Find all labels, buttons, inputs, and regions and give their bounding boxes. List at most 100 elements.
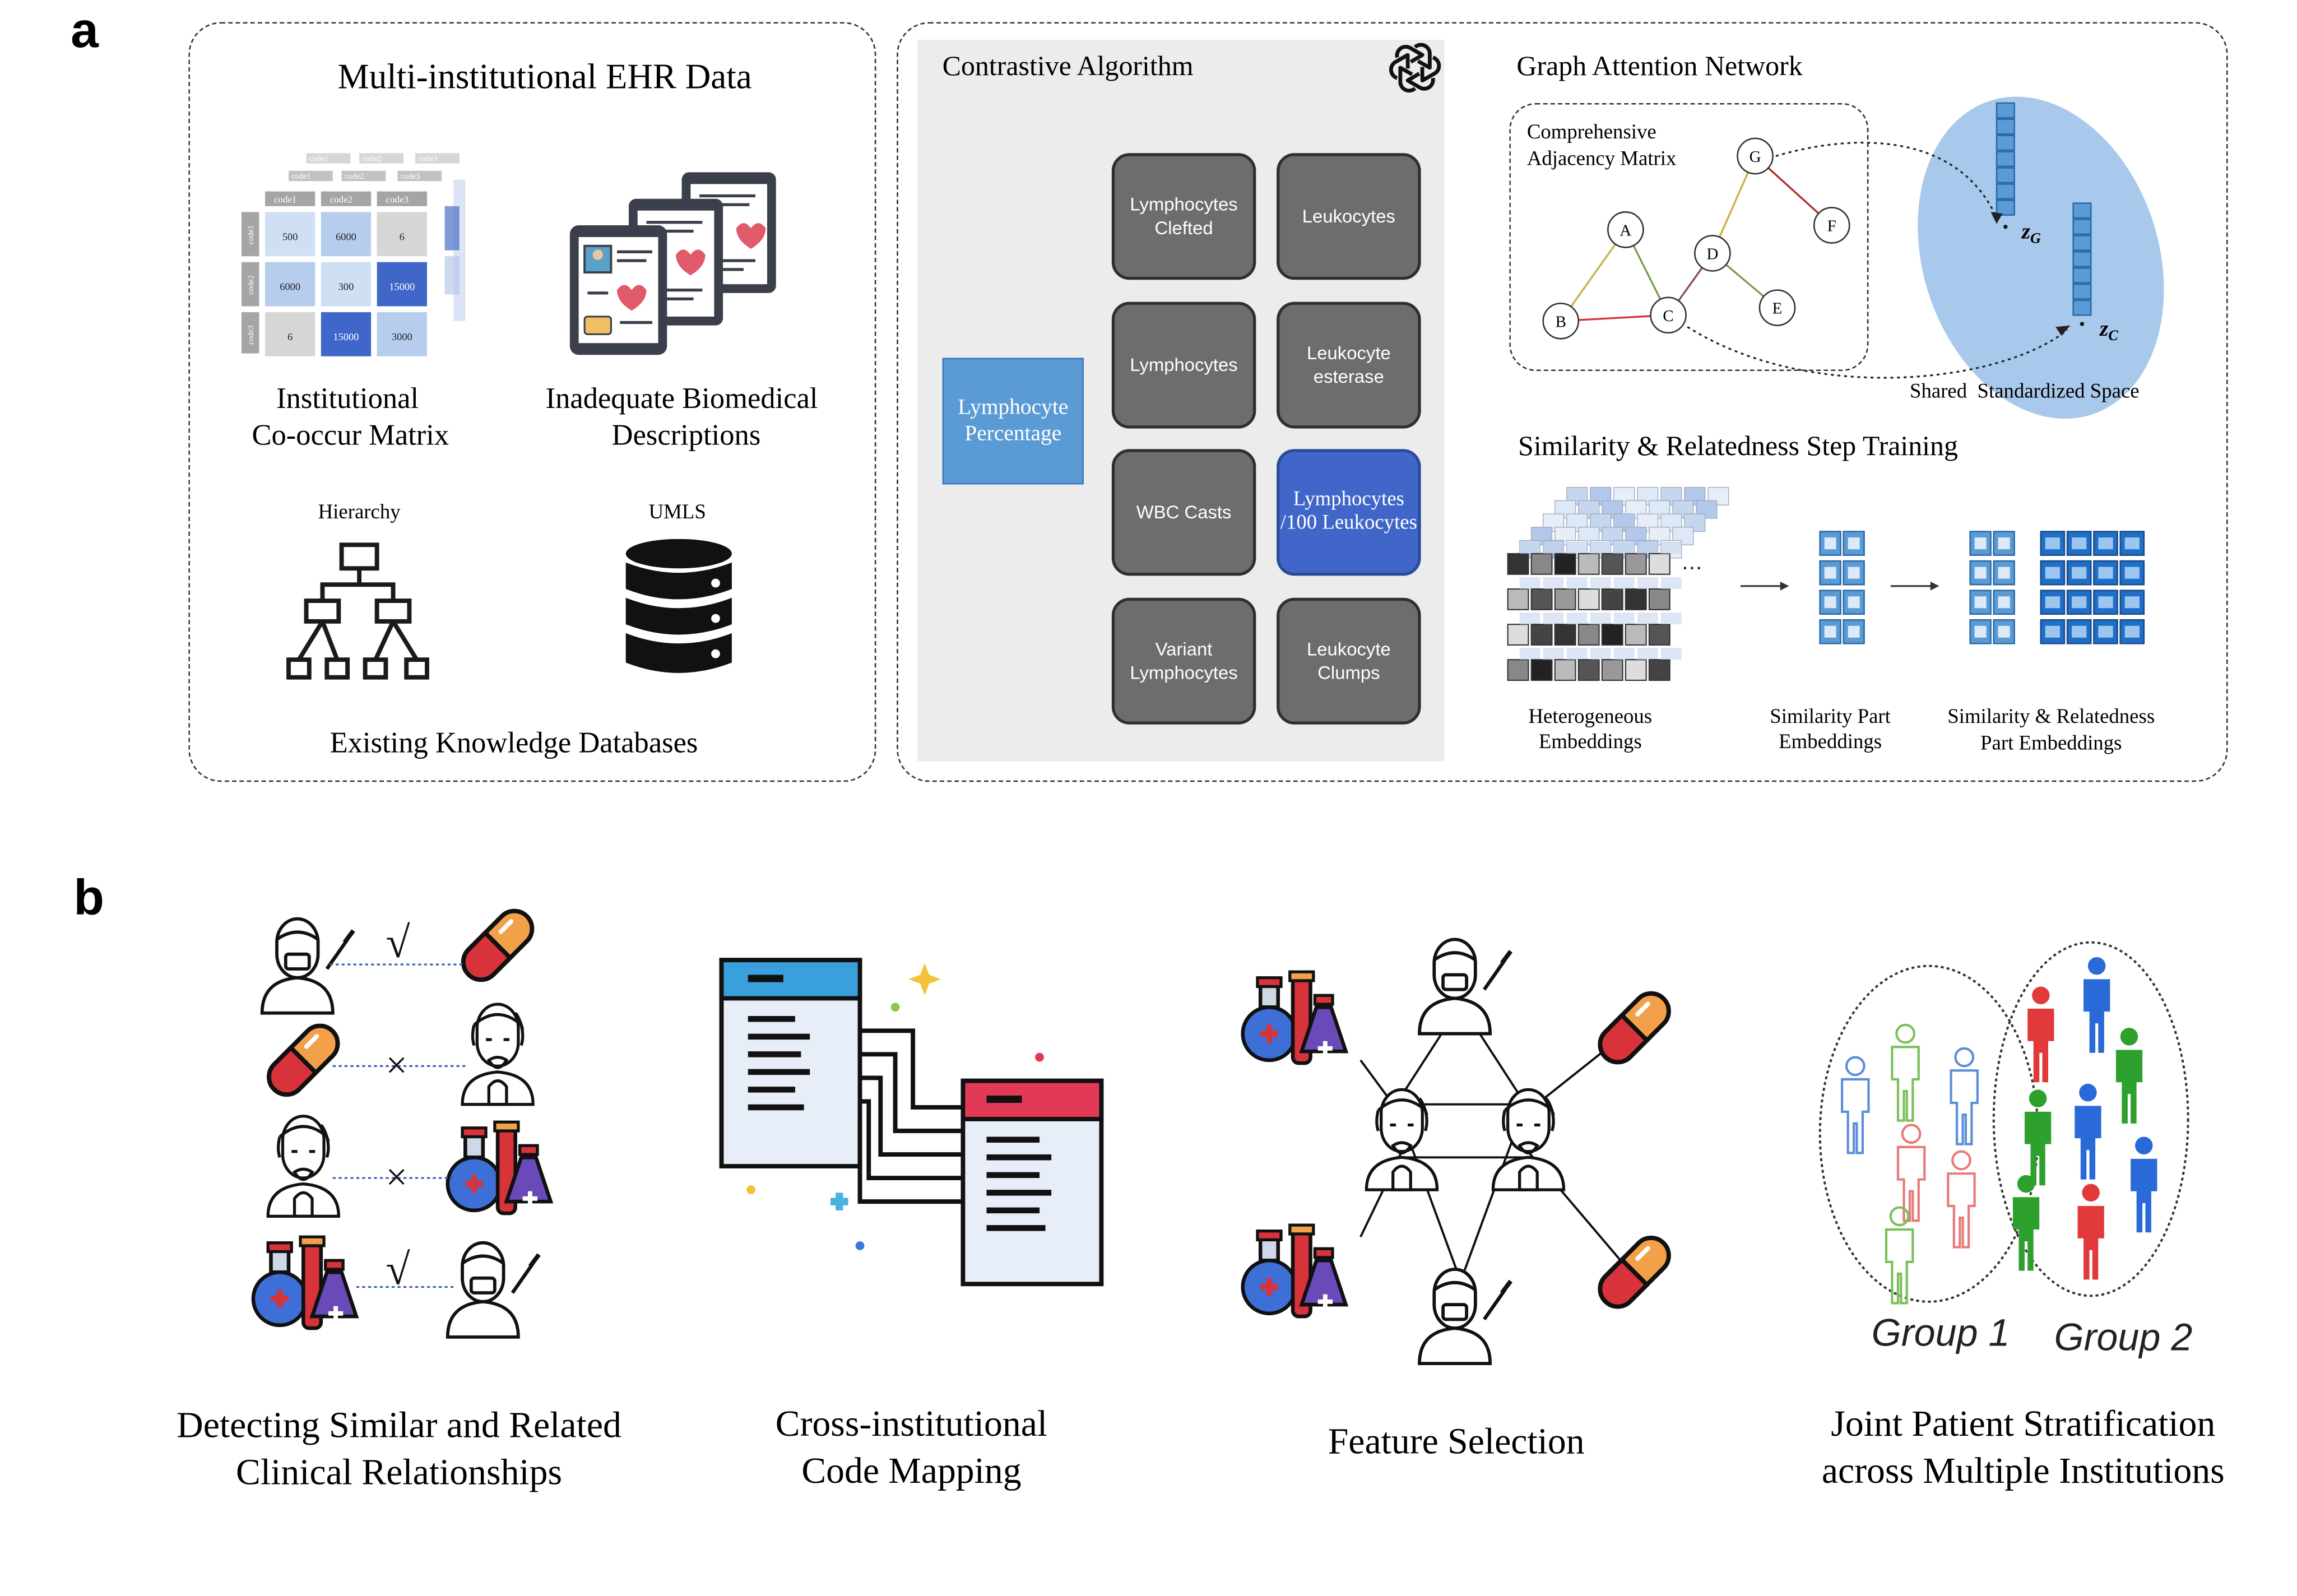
svg-text:code3: code3 [401,172,420,181]
hetero-embedding-cell [1590,541,1611,554]
hetero-embedding-cell [1696,500,1718,519]
hetero-caption-line-2: Embeddings [1538,731,1642,754]
hetero-embedding-cell [1543,648,1564,660]
simrel-similarity-cell [1993,531,2015,556]
zg-label: zG [2021,219,2041,247]
task-3-caption: Feature Selection [1328,1422,1585,1463]
hetero-embedding-cell [1530,588,1553,610]
matrix-caption-line-2: Co-occur Matrix [252,419,449,452]
simrel-relatedness-cell-inner [2045,625,2061,638]
hetero-embedding-cell [1530,624,1553,646]
hetero-embedding-cell [1648,659,1670,681]
simrel-similarity-cell-inner [1974,596,1987,609]
ehr-data-box [188,22,876,782]
openai-logo-icon [1389,43,1441,93]
matrix-caption-line-1: Institutional [276,383,419,415]
hetero-embedding-cell [1660,648,1682,660]
hetero-embedding-cell [1625,553,1647,575]
hetero-embedding-cell [1554,659,1576,681]
hetero-embedding-cell [1519,541,1540,554]
hetero-embedding-cell [1648,588,1670,610]
hetero-embedding-cell [1613,577,1635,590]
simrel-relatedness-cell-inner [2124,567,2140,579]
embedding-vector-zg [1996,102,2015,216]
hierarchy-label: Hierarchy [318,502,401,525]
hetero-embedding-cell [1637,541,1658,554]
task-1-caption-line-1: Detecting Similar and Related [177,1406,621,1446]
similarity-embedding-cell-inner [1848,537,1860,550]
cross-mark: × [386,1156,407,1198]
concept-variant-lymphocytes: Variant Lymphocytes [1111,597,1256,725]
matrix-cell-value: 6000 [280,281,300,293]
ehr-title: Multi-institutional EHR Data [337,59,752,98]
hetero-embedding-cell [1637,613,1658,625]
adjacency-label-line-1: Comprehensive [1526,122,1656,145]
hetero-embedding-cell [1543,577,1564,590]
similarity-embedding-cell [1819,560,1841,586]
training-title: Similarity & Relatedness Step Training [1518,431,1959,463]
hetero-embedding-cell [1613,541,1635,554]
hetero-embedding-cell [1613,648,1635,660]
task-4-caption-line-1: Joint Patient Stratification [1831,1404,2216,1445]
matrix-cell [264,262,315,307]
medical-documents-icon [569,172,776,355]
matrix-cell-value: 6000 [336,231,356,242]
hetero-embedding-cell [1648,624,1670,646]
simrel-similarity-cell-inner [1998,596,2010,609]
simrel-relatedness-cell-inner [2098,567,2113,579]
matrix-cell [264,312,315,356]
simrel-similarity-cell-inner [1974,567,1987,579]
matrix-cell-value: 300 [338,281,354,293]
simrel-relatedness-cell-inner [2072,596,2087,609]
hetero-embedding-cell [1554,624,1576,646]
hetero-embedding-cell [1590,613,1611,625]
hetero-embedding-cell [1554,553,1576,575]
svg-text:code2: code2 [362,155,381,164]
code-mapping-illustration [719,958,1104,1287]
similarity-embedding-cell-inner [1824,567,1836,579]
svg-text:code2: code2 [345,172,364,181]
graph-node [1650,296,1687,334]
hetero-embedding-cell [1660,541,1682,554]
cross-mark: × [386,1043,407,1086]
hetero-embedding-cell [1519,577,1540,590]
matrix-column-header: code3 [386,194,409,205]
simrel-relatedness-cell-inner [2072,625,2087,638]
gat-title: Graph Attention Network [1516,51,1803,83]
check-mark: √ [386,918,410,967]
hetero-embedding-cell [1543,613,1564,625]
hetero-embedding-cell [1625,624,1647,646]
simrel-relatedness-cell-inner [2124,537,2140,550]
graph-node [1758,289,1796,327]
hetero-embedding-cell [1566,613,1588,625]
graph-node [1542,302,1580,340]
simrel-similarity-cell-inner [1998,625,2010,638]
similarity-embedding-cell-inner [1824,625,1836,638]
hetero-embedding-cell [1566,541,1588,554]
simrel-relatedness-cell [2119,619,2145,644]
graph-node-label: A [1619,221,1631,239]
simrel-relatedness-cell-inner [2098,596,2113,609]
task-2-caption-line-2: Code Mapping [801,1451,1022,1492]
hetero-embedding-cell [1566,577,1588,590]
matrix-cell-value: 500 [282,231,298,242]
concept-lymphocytes: Lymphocytes [1111,301,1256,429]
matrix-cell [321,262,372,307]
group-1-label: Group 1 [1871,1310,2010,1355]
group-2-label: Group 2 [2054,1315,2193,1360]
feature-selection-illustration [1237,927,1693,1369]
graph-node-label: B [1556,313,1566,331]
graph-node-label: C [1663,307,1673,325]
matrix-cell [321,212,372,257]
hetero-embedding-cell [1519,613,1540,625]
matrix-column-header: code2 [330,194,353,205]
concept-leukocyte-esterase: Leukocyte esterase [1277,301,1421,429]
matrix-header-back-1: code1 [291,172,310,181]
simrel-similarity-cell-inner [1998,567,2010,579]
task-1-caption-line-2: Clinical Relationships [236,1453,563,1493]
graph-node-label: D [1706,245,1718,263]
hetero-embedding-cell [1577,588,1600,610]
anchor-concept-label: Lymphocyte Percentage [958,396,1069,447]
hetero-embedding-cell [1507,588,1529,610]
matrix-cell-value: 15000 [389,281,415,293]
